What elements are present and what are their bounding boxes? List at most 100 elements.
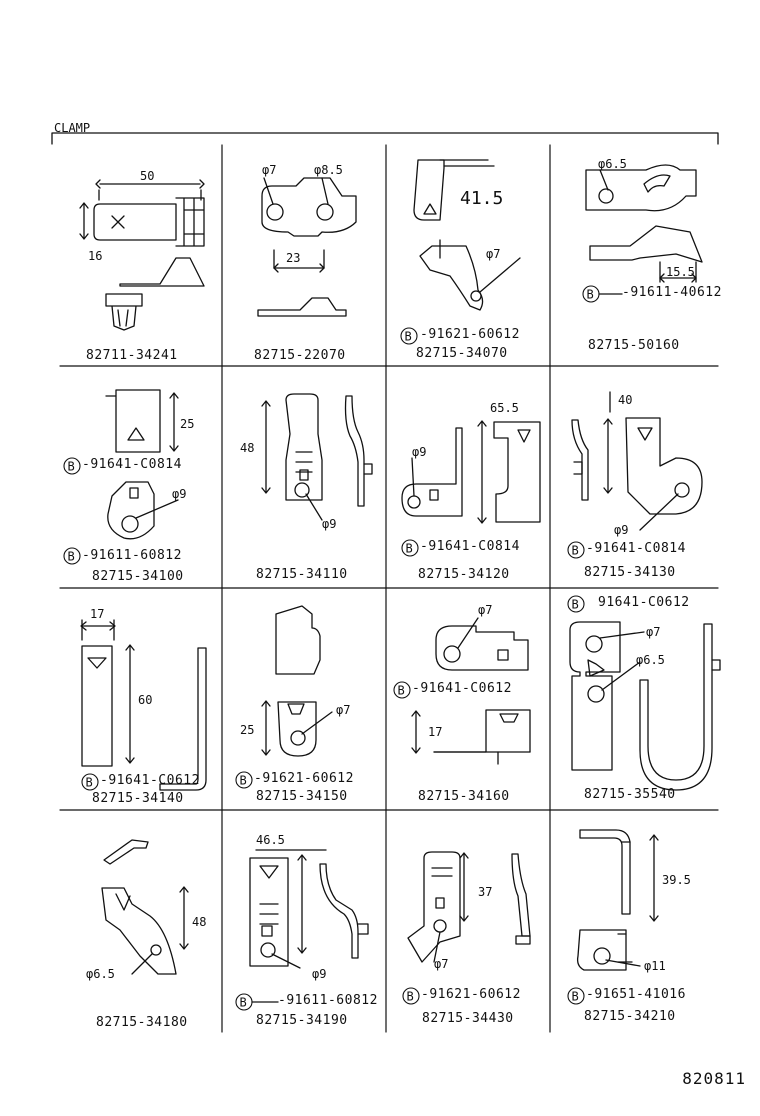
svg-text:B: B <box>405 330 412 344</box>
part-number-82715-22070: 82715-22070 <box>254 348 346 363</box>
section-title: CLAMP <box>54 121 91 135</box>
bolt-number-91641-C0612: -91641-C0612 <box>100 773 200 788</box>
dim-c12-phi7: φ7 <box>646 625 660 639</box>
dim-c3-phi7: φ7 <box>486 247 500 261</box>
svg-text:B: B <box>407 990 414 1004</box>
dim-c1-16: 16 <box>88 249 102 263</box>
dim-c2-23: 23 <box>286 251 300 265</box>
clamp-82715-34110-drawing <box>261 393 373 521</box>
svg-text:B: B <box>398 684 405 698</box>
dim-c10-25: 25 <box>240 723 254 737</box>
drawing-number: 820811 <box>682 1069 746 1088</box>
dim-c14-phi9: φ9 <box>312 967 326 981</box>
clamp-82715-22070-drawing <box>257 177 357 317</box>
bolt-number-91611-60812-b: -91611-60812 <box>278 993 378 1008</box>
svg-text:B: B <box>86 776 93 790</box>
bolt-symbol: B <box>567 541 585 559</box>
dim-c13-48: 48 <box>192 915 206 929</box>
part-number-82715-35540: 82715-35540 <box>584 787 676 802</box>
clamp-82715-34160-drawing <box>411 617 531 765</box>
part-number-82715-34140: 82715-34140 <box>92 791 184 806</box>
clamp-82715-50160-drawing <box>585 164 703 283</box>
bolt-number-91611-40612: -91611-40612 <box>622 285 722 300</box>
dim-c11-17: 17 <box>428 725 442 739</box>
clamp-82715-34130-drawing <box>571 391 703 531</box>
part-number-82715-34070: 82715-34070 <box>416 346 508 361</box>
dim-c12-phi6-5: φ6.5 <box>636 653 665 667</box>
part-number-82715-50160: 82715-50160 <box>588 338 680 353</box>
clamp-82715-34430-drawing <box>407 851 531 963</box>
svg-text:B: B <box>240 774 247 788</box>
bolt-symbol: B <box>63 547 81 565</box>
svg-text:B: B <box>572 598 579 612</box>
clamp-82715-34180-drawing <box>101 839 189 975</box>
dim-c10-phi7: φ7 <box>336 703 350 717</box>
dim-c1-50: 50 <box>140 169 154 183</box>
bolt-symbol: B <box>63 457 81 475</box>
part-number-82715-34120: 82715-34120 <box>418 567 510 582</box>
part-number-82715-34180: 82715-34180 <box>96 1015 188 1030</box>
svg-text:B: B <box>68 550 75 564</box>
grid-lines <box>59 144 719 1033</box>
dim-c11-phi7: φ7 <box>478 603 492 617</box>
bolt-number-91621-60612: -91621-60612 <box>420 327 520 342</box>
bolt-number-91641-C0814-c: -91641-C0814 <box>586 541 686 556</box>
dim-c3-41-5: 41.5 <box>460 188 503 209</box>
dim-c8-phi9: φ9 <box>614 523 628 537</box>
bolt-symbol: B <box>235 993 253 1011</box>
dim-c15-phi7: φ7 <box>434 957 448 971</box>
dim-c6-48: 48 <box>240 441 254 455</box>
dim-c8-40: 40 <box>618 393 632 407</box>
clamp-82715-34070-drawing <box>413 159 521 311</box>
bolt-number-91641-C0814: -91641-C0814 <box>82 457 182 472</box>
svg-text:B: B <box>240 996 247 1010</box>
dim-c5-25: 25 <box>180 417 194 431</box>
bolt-symbol: B <box>235 771 253 789</box>
dim-c7-phi9: φ9 <box>412 445 426 459</box>
dim-c5-phi9: φ9 <box>172 487 186 501</box>
clamp-82711-34241-drawing <box>79 179 205 331</box>
part-number-82715-34210: 82715-34210 <box>584 1009 676 1024</box>
part-number-82715-34100: 82715-34100 <box>92 569 184 584</box>
svg-text:B: B <box>572 990 579 1004</box>
bolt-symbols: B B B B B B B B B B B B B <box>63 285 600 1011</box>
bolt-number-91621-60612-b: -91621-60612 <box>254 771 354 786</box>
header-bracket-line <box>51 132 719 145</box>
dim-c7-65-5: 65.5 <box>490 401 519 415</box>
clamp-82715-34150-drawing <box>261 605 333 757</box>
bolt-symbol: B <box>393 681 411 699</box>
dim-c16-39-5: 39.5 <box>662 873 691 887</box>
dim-c9-17: 17 <box>90 607 104 621</box>
clamp-82715-34120-drawing <box>401 420 541 524</box>
clamp-82715-34100-drawing <box>105 389 179 540</box>
dim-c2-phi7: φ7 <box>262 163 276 177</box>
part-number-82711-34241: 82711-34241 <box>86 348 178 363</box>
dimension-labels: 50 16 φ7 φ8.5 23 41.5 φ7 φ6.5 15.5 25 φ9… <box>86 157 695 981</box>
dim-c2-phi8-5: φ8.5 <box>314 163 343 177</box>
bolt-number-91641-C0612-b: -91641-C0612 <box>412 681 512 696</box>
part-number-82715-34130: 82715-34130 <box>584 565 676 580</box>
bolt-symbol: B <box>401 539 419 557</box>
dim-c4-15-5: 15.5 <box>666 265 695 279</box>
bolt-symbol: B <box>400 327 418 345</box>
svg-text:B: B <box>572 544 579 558</box>
bolt-symbol: B <box>567 595 585 613</box>
svg-text:B: B <box>587 288 594 302</box>
clamp-82715-34190-drawing <box>249 849 369 969</box>
bolt-symbol: B <box>81 773 99 791</box>
bolt-number-91651-41016: -91651-41016 <box>586 987 686 1002</box>
bolt-number-91641-C0612-c: 91641-C0612 <box>598 595 690 610</box>
part-number-82715-34150: 82715-34150 <box>256 789 348 804</box>
clamp-82715-34140-drawing <box>80 619 207 791</box>
clamp-82715-35540-drawing <box>569 621 721 791</box>
bolt-number-91621-60612-c: -91621-60612 <box>421 987 521 1002</box>
bolt-symbol: B <box>402 987 420 1005</box>
dim-c9-60: 60 <box>138 693 152 707</box>
dim-c6-phi9: φ9 <box>322 517 336 531</box>
dim-c14-46-5: 46.5 <box>256 833 285 847</box>
dim-c15-37: 37 <box>478 885 492 899</box>
svg-text:B: B <box>406 542 413 556</box>
dim-c4-phi6-5: φ6.5 <box>598 157 627 171</box>
